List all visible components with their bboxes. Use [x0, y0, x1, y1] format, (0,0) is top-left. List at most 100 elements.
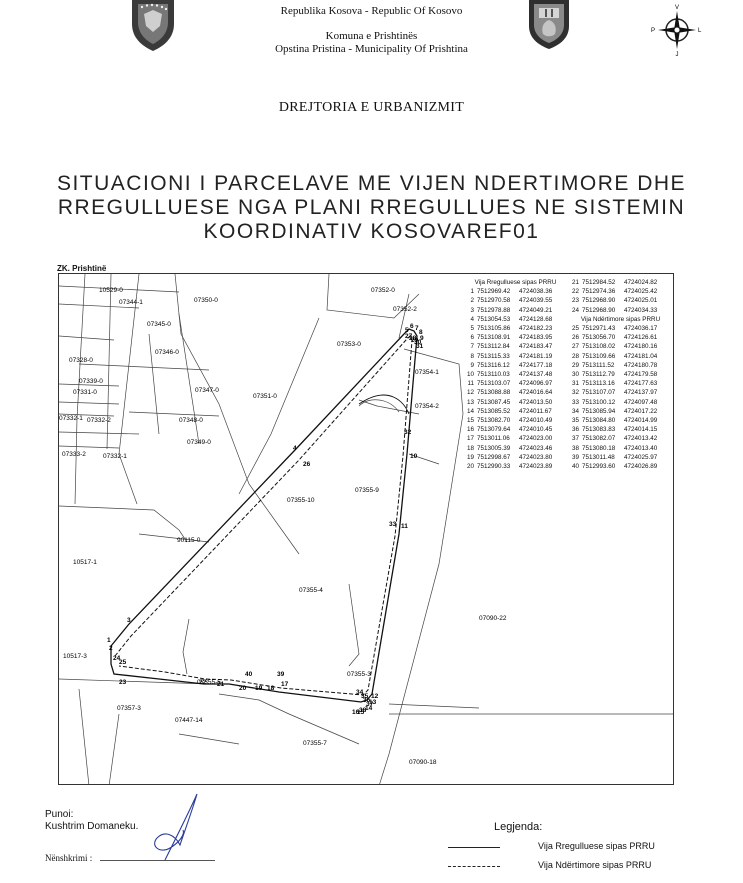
driveway-curve [358, 394, 410, 415]
prishtina-coat-of-arms [529, 0, 569, 49]
parcel-line [218, 693, 360, 745]
coord-y: 4724036.17 [624, 325, 658, 333]
coord-y: 4724025.01 [624, 297, 658, 305]
parcel-label: 90115-0 [177, 537, 201, 544]
coord-x: 7513103.07 [477, 380, 511, 388]
header-municipality-line1: Komuna e Prishtinës [325, 30, 418, 42]
coord-n: 1 [470, 288, 474, 296]
coord-x: 7512970.58 [477, 297, 511, 305]
coord-n: 24 [571, 306, 579, 314]
coord-x: 7513080.18 [582, 444, 616, 452]
coord-n: 2 [470, 297, 474, 305]
coord-y: 4724039.55 [519, 297, 553, 305]
coord-y: 4724024.82 [624, 279, 658, 286]
coord-y: 4724179.58 [624, 371, 658, 379]
coord-y: 4724013.42 [624, 435, 658, 443]
coord-n: 14 [466, 407, 474, 415]
vertex-label: 18 [267, 685, 275, 692]
coord-x: 7513011.06 [477, 435, 510, 443]
parcel-label: 07348-0 [179, 417, 203, 424]
parcel-line [106, 274, 112, 450]
vertex-label: 15 [357, 709, 365, 716]
compass-rose-icon: V J P L [651, 5, 702, 57]
coord-y: 4724180.16 [624, 343, 658, 351]
parcel-label: 07344-1 [119, 299, 143, 306]
coord-n: 7 [470, 343, 474, 351]
vertex-label: 4 [293, 445, 297, 452]
parcel-boundaries [59, 274, 673, 784]
coord-y: 4724010.45 [519, 426, 553, 434]
vertex-label: 10 [410, 453, 418, 460]
parcel-line [108, 713, 120, 784]
coord-x: 7513113.16 [582, 380, 615, 388]
author-block: Punoi: Kushtrim Domaneku. [45, 809, 138, 833]
parcel-line [78, 363, 210, 371]
vertex-label: 20 [239, 685, 247, 692]
parcel-label: 07332-1 [103, 453, 127, 460]
coord-x: 7512990.33 [477, 463, 511, 471]
vertex-label: 7 [415, 325, 419, 332]
coord-n: 34 [571, 407, 579, 415]
coord-y: 4724025.42 [624, 288, 658, 296]
author-name: Kushtrim Domaneku. [45, 821, 139, 832]
building-heading: Vija Ndërtimore sipas PRRU [580, 315, 661, 323]
department-title: DREJTORIA E URBANIZMIT [278, 100, 465, 115]
coord-cell: Vija Ndërtimore sipas PRRU [568, 315, 673, 324]
vertex-label: 35 [361, 693, 369, 700]
parcel-line [138, 533, 210, 543]
coord-y: 4724180.78 [624, 361, 658, 369]
vertex-label: 9 [420, 335, 424, 342]
coord-y: 4724026.89 [624, 463, 658, 471]
coord-x: 7513088.88 [477, 389, 511, 397]
coord-n: 22 [571, 288, 579, 296]
parcel-label: 07332-1 [59, 415, 83, 422]
coord-y: 4724126.61 [624, 334, 658, 342]
parcel-label: 10529-0 [99, 287, 123, 294]
vertex-label: 26 [303, 461, 311, 468]
coord-y: 4724011.67 [519, 407, 552, 415]
vertex-label: 40 [245, 671, 253, 678]
coord-y: 4724177.63 [624, 380, 658, 388]
coord-n: 28 [571, 352, 579, 360]
coord-x: 7513082.70 [477, 417, 511, 425]
parcel-line [59, 431, 140, 435]
vertex-label: 5 [405, 327, 409, 334]
coord-x: 7512993.60 [582, 463, 616, 471]
coord-n: 36 [571, 426, 579, 434]
coord-n: 29 [571, 361, 579, 369]
vertex-label: 8 [419, 329, 423, 336]
vertex-label: 28 [409, 335, 417, 342]
coord-y: 4724137.48 [519, 371, 553, 379]
vertex-label: 1 [107, 637, 111, 644]
coord-x: 7513105.86 [477, 325, 511, 333]
parcel-label: 07349-0 [187, 439, 211, 446]
coord-n: 9 [470, 361, 474, 369]
parcel-line [408, 453, 440, 465]
parcel-line [128, 411, 220, 417]
coord-y: 4724023.00 [519, 435, 553, 443]
vertex-label: 39 [277, 671, 285, 678]
coord-x: 7513115.33 [477, 352, 510, 360]
regulation-heading: Vija Rregulluese sipas PRRU [474, 279, 557, 286]
parcel-line [59, 505, 188, 543]
compass-west-label: P [651, 28, 655, 34]
parcel-label: 07346-0 [155, 349, 179, 356]
parcel-label: 07333-2 [62, 451, 86, 458]
coord-y: 4724023.80 [519, 453, 553, 461]
